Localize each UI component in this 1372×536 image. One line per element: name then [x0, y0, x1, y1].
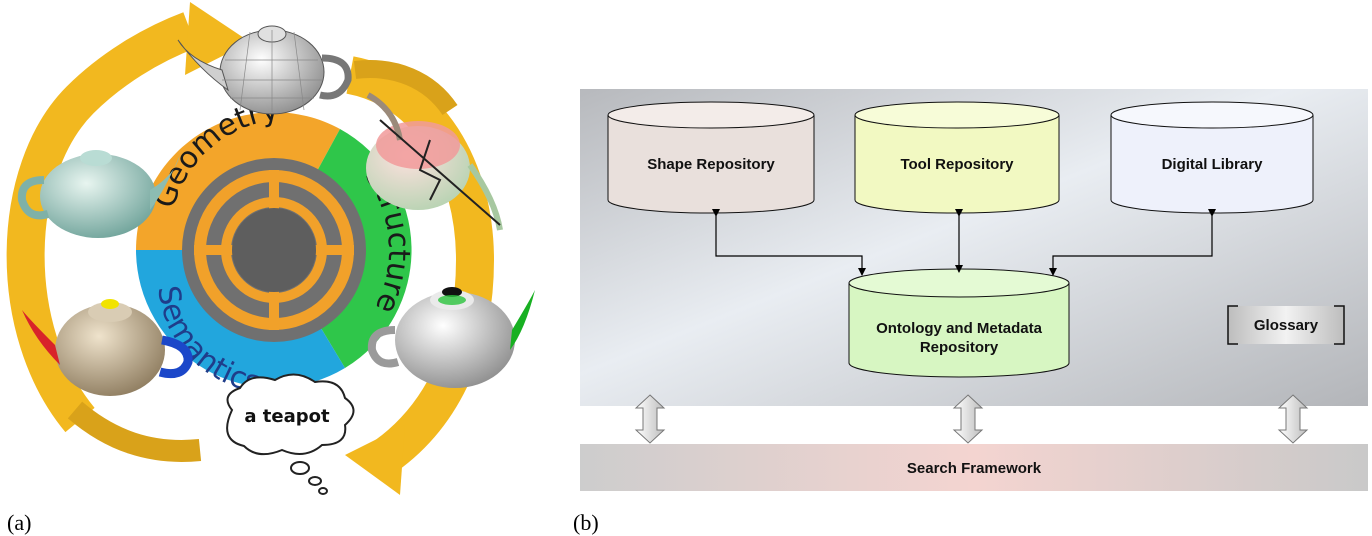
search-framework: Search Framework: [580, 444, 1368, 491]
teapot-beige: [22, 299, 193, 396]
cycle-arrow-bottom-left: [67, 401, 202, 462]
connector-library-ontology: [1049, 209, 1216, 276]
panel-b: Shape Repository Tool Repository Digital…: [580, 89, 1368, 491]
cycle-arrowhead-top: [185, 2, 250, 75]
hub-center: [232, 208, 316, 292]
teapot-segmented: [366, 92, 503, 231]
double-arrow-middle: [952, 394, 984, 444]
tool-repository-label: Tool Repository: [900, 156, 1014, 173]
tool-repository: Tool Repository: [854, 101, 1060, 214]
search-double-arrows: [634, 394, 1309, 444]
thought-bubble-text: a teapot: [244, 406, 330, 427]
shape-repository-label: Shape Repository: [647, 156, 775, 173]
cycle-arrowhead-bottom: [345, 425, 405, 495]
teapot-wireframe: [177, 25, 352, 115]
double-arrow-left: [634, 394, 666, 444]
cycle-arrow-top-right: [353, 60, 458, 116]
glossary-label: Glossary: [1254, 317, 1319, 334]
panel-a: Geometry Structure Semantics: [6, 2, 535, 495]
ontology-label-line2: Repository: [920, 339, 999, 356]
thought-bubble: a teapot: [226, 373, 355, 495]
connector-shape-ontology: [712, 209, 866, 276]
connectors: [712, 209, 1216, 276]
caption-a: (a): [7, 510, 32, 535]
cycle-arrow-left: [6, 12, 197, 433]
ontology-repository: Ontology and Metadata Repository: [848, 268, 1070, 378]
teapot-green-handle: [367, 287, 535, 388]
caption-b: (b): [573, 510, 599, 535]
double-arrow-right: [1277, 394, 1309, 444]
digital-library: Digital Library: [1110, 101, 1314, 214]
search-framework-label: Search Framework: [907, 460, 1042, 477]
shape-repository: Shape Repository: [607, 101, 815, 214]
teapot-teal: [17, 150, 180, 238]
cycle-arrow-right: [345, 56, 495, 476]
glossary-box: Glossary: [1227, 305, 1345, 345]
digital-library-label: Digital Library: [1162, 156, 1264, 173]
ontology-label-line1: Ontology and Metadata: [876, 320, 1043, 337]
